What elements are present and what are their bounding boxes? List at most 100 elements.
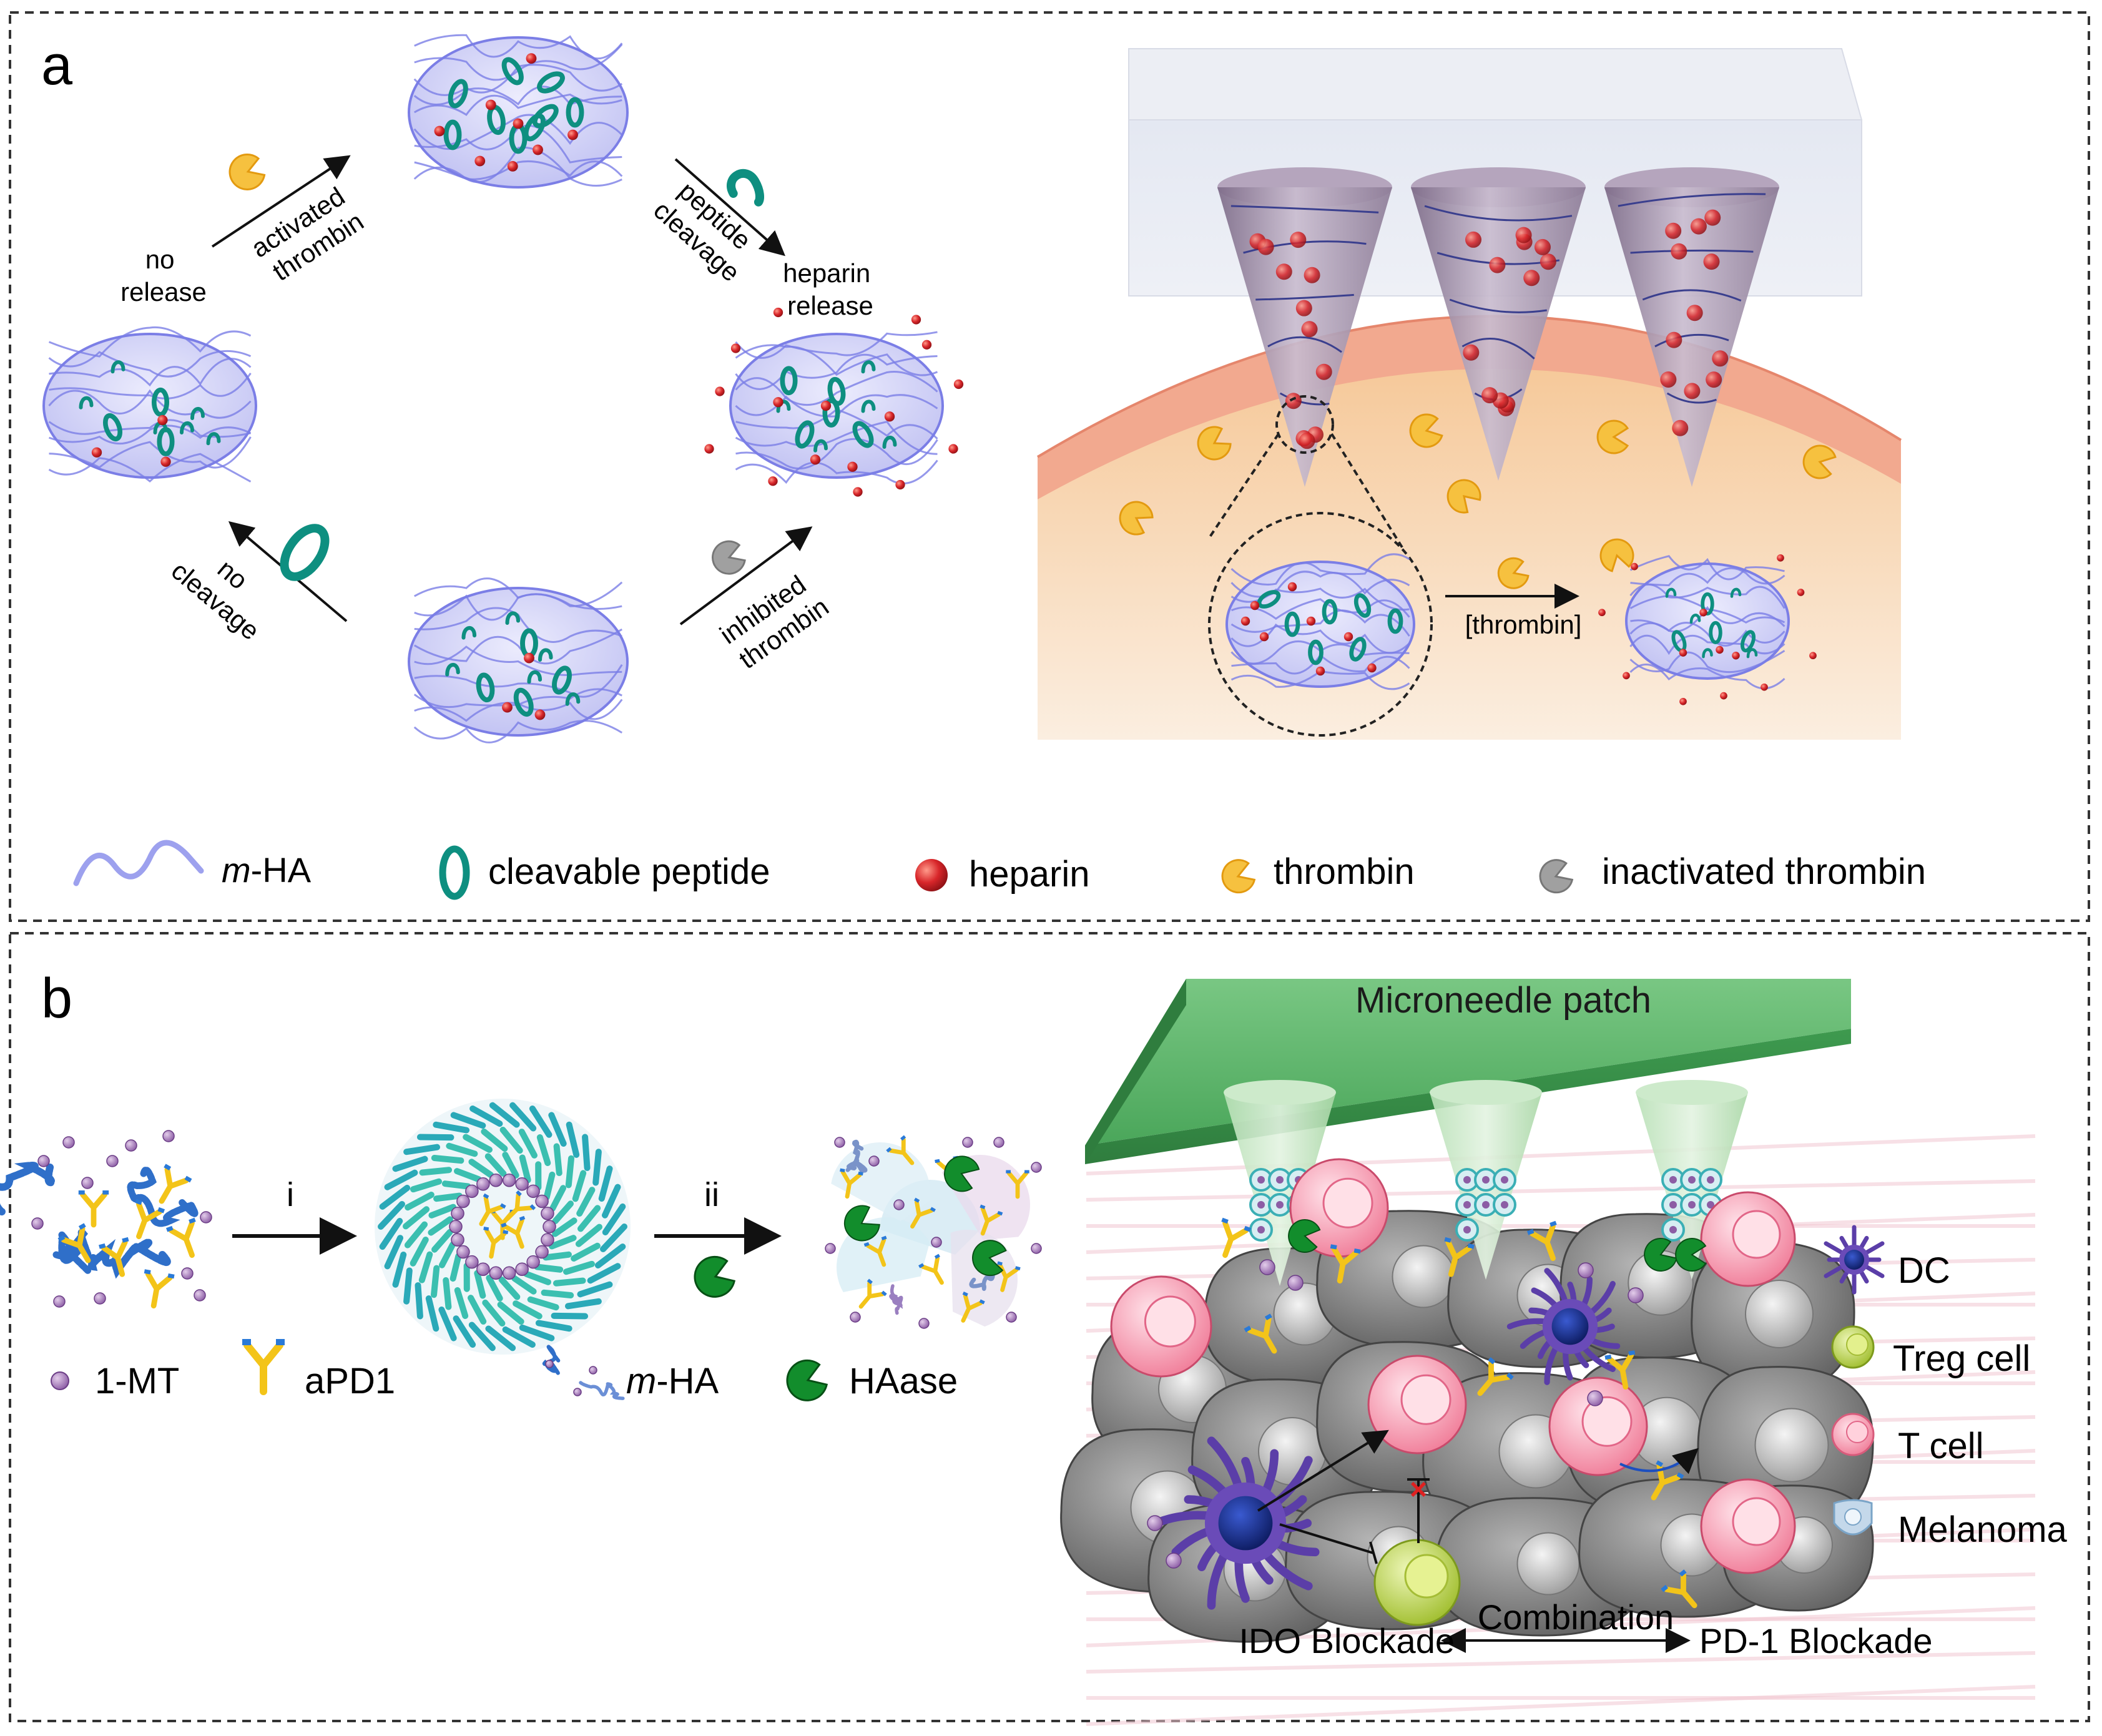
1mt-molecule (835, 1137, 845, 1147)
1mt-molecule (919, 1318, 929, 1328)
amphiphile (420, 1137, 451, 1138)
heparin (435, 126, 445, 137)
antibody-arms (143, 1274, 170, 1308)
1mt-molecule (894, 1200, 904, 1210)
heparin (1367, 664, 1376, 672)
legend-treg-icon-nucleus (1847, 1334, 1868, 1355)
1mt-molecule (869, 1156, 879, 1166)
antibody-arms (171, 1223, 202, 1259)
legend-peptide-icon (443, 849, 466, 896)
np-core (1669, 1176, 1677, 1184)
needle-nanoparticle (1494, 1169, 1515, 1190)
needle-heparin (1684, 383, 1700, 399)
1mt-molecule (63, 1137, 74, 1148)
legend-mha-coil-icon (544, 1346, 623, 1398)
needle-heparin (1687, 305, 1703, 321)
needle-heparin (1276, 263, 1292, 280)
legend-haase-icon (782, 1356, 830, 1406)
needle-heparin (1258, 239, 1274, 255)
legend-treg-label: Treg cell (1893, 1338, 2030, 1379)
heparin (160, 457, 170, 467)
heparin (1716, 646, 1723, 654)
amphiphile (569, 1159, 571, 1185)
t-cell-nucleus (1145, 1297, 1195, 1346)
1mt-molecule (503, 1267, 516, 1279)
heparin (1732, 652, 1739, 659)
antibody-tip (102, 1190, 109, 1195)
hydrogel-body (44, 334, 256, 478)
released-heparin (1777, 554, 1784, 562)
thrombin-arrow-label: [thrombin] (1465, 610, 1582, 639)
released-heparin (922, 340, 931, 350)
legend-heparin-label: heparin (969, 854, 1089, 895)
released-heparin (948, 444, 958, 453)
1mt-molecule (107, 1155, 118, 1167)
mha-coil (581, 1383, 623, 1398)
released-heparin (911, 315, 921, 324)
heparin (1260, 632, 1269, 641)
np-core (1463, 1201, 1471, 1209)
needle-heparin (1304, 267, 1320, 283)
np-core (1669, 1201, 1677, 1209)
legend-1mt-label: 1-MT (95, 1361, 179, 1401)
needle-heparin (1712, 350, 1728, 366)
needle-nanoparticle (1700, 1169, 1721, 1190)
label-heparin-release: heparin release (783, 258, 878, 320)
t-cell-nucleus (1324, 1179, 1372, 1227)
needle-heparin (1691, 218, 1707, 235)
legend-melanoma-label: Melanoma (1898, 1509, 2068, 1550)
amphiphile (537, 1267, 560, 1270)
heparin (810, 454, 820, 464)
nanoparticle (375, 1099, 631, 1355)
legend-1mt-icon (51, 1372, 69, 1390)
amphiphile (418, 1285, 420, 1316)
released-heparin (1720, 692, 1727, 700)
np-core (1463, 1176, 1471, 1184)
needle-heparin (1516, 227, 1532, 243)
np-core (1688, 1201, 1696, 1209)
1mt-molecule (541, 1233, 554, 1246)
t-cell-nucleus (1733, 1498, 1780, 1545)
legend-mha-icon (76, 843, 201, 883)
needle-heparin (1672, 420, 1688, 436)
np-core (1257, 1226, 1265, 1233)
apd1-antibody (139, 1269, 174, 1308)
heparin (1307, 617, 1315, 625)
released-heparin (1679, 698, 1687, 705)
dc-nucleus (1552, 1308, 1589, 1345)
released-heparin (704, 444, 714, 453)
needle-base (1224, 1080, 1336, 1105)
panel-b-label: b (41, 968, 72, 1030)
amphiphile (546, 1255, 569, 1258)
amphiphile (596, 1152, 599, 1182)
label-no-release: no release (120, 245, 207, 306)
hydrogel-particle (44, 327, 256, 481)
heparin (1699, 609, 1707, 616)
1mt-molecule (850, 1312, 860, 1322)
heparin (474, 156, 485, 167)
mha-coil (0, 1165, 51, 1212)
label-inhibited-thrombin: inhibited thrombin (714, 566, 835, 675)
needle-heparin (1665, 223, 1681, 239)
heparin (1679, 649, 1687, 656)
mha-coil (891, 1286, 901, 1313)
np-core (1257, 1201, 1265, 1209)
needle-base (1430, 1080, 1542, 1105)
antibody-arms (82, 1195, 104, 1225)
legend-melanoma-icon-nucleus (1845, 1509, 1861, 1525)
needle-heparin (1302, 321, 1318, 337)
np-core (1276, 1201, 1284, 1209)
amphiphile (544, 1293, 571, 1295)
np-core (1482, 1176, 1490, 1184)
cell-nucleus (1756, 1409, 1829, 1482)
legend-dc-nucleus (1844, 1250, 1864, 1270)
released-heparin (895, 480, 905, 489)
antibody-tip (189, 1218, 196, 1224)
legend-peptide-label: cleavable peptide (488, 851, 770, 892)
antibody-tip (1024, 1170, 1029, 1174)
1mt-molecule (541, 1207, 554, 1220)
amphiphile (436, 1196, 459, 1199)
1mt-molecule (516, 1263, 528, 1275)
heparin (533, 145, 543, 155)
1mt-molecule (457, 1195, 469, 1207)
